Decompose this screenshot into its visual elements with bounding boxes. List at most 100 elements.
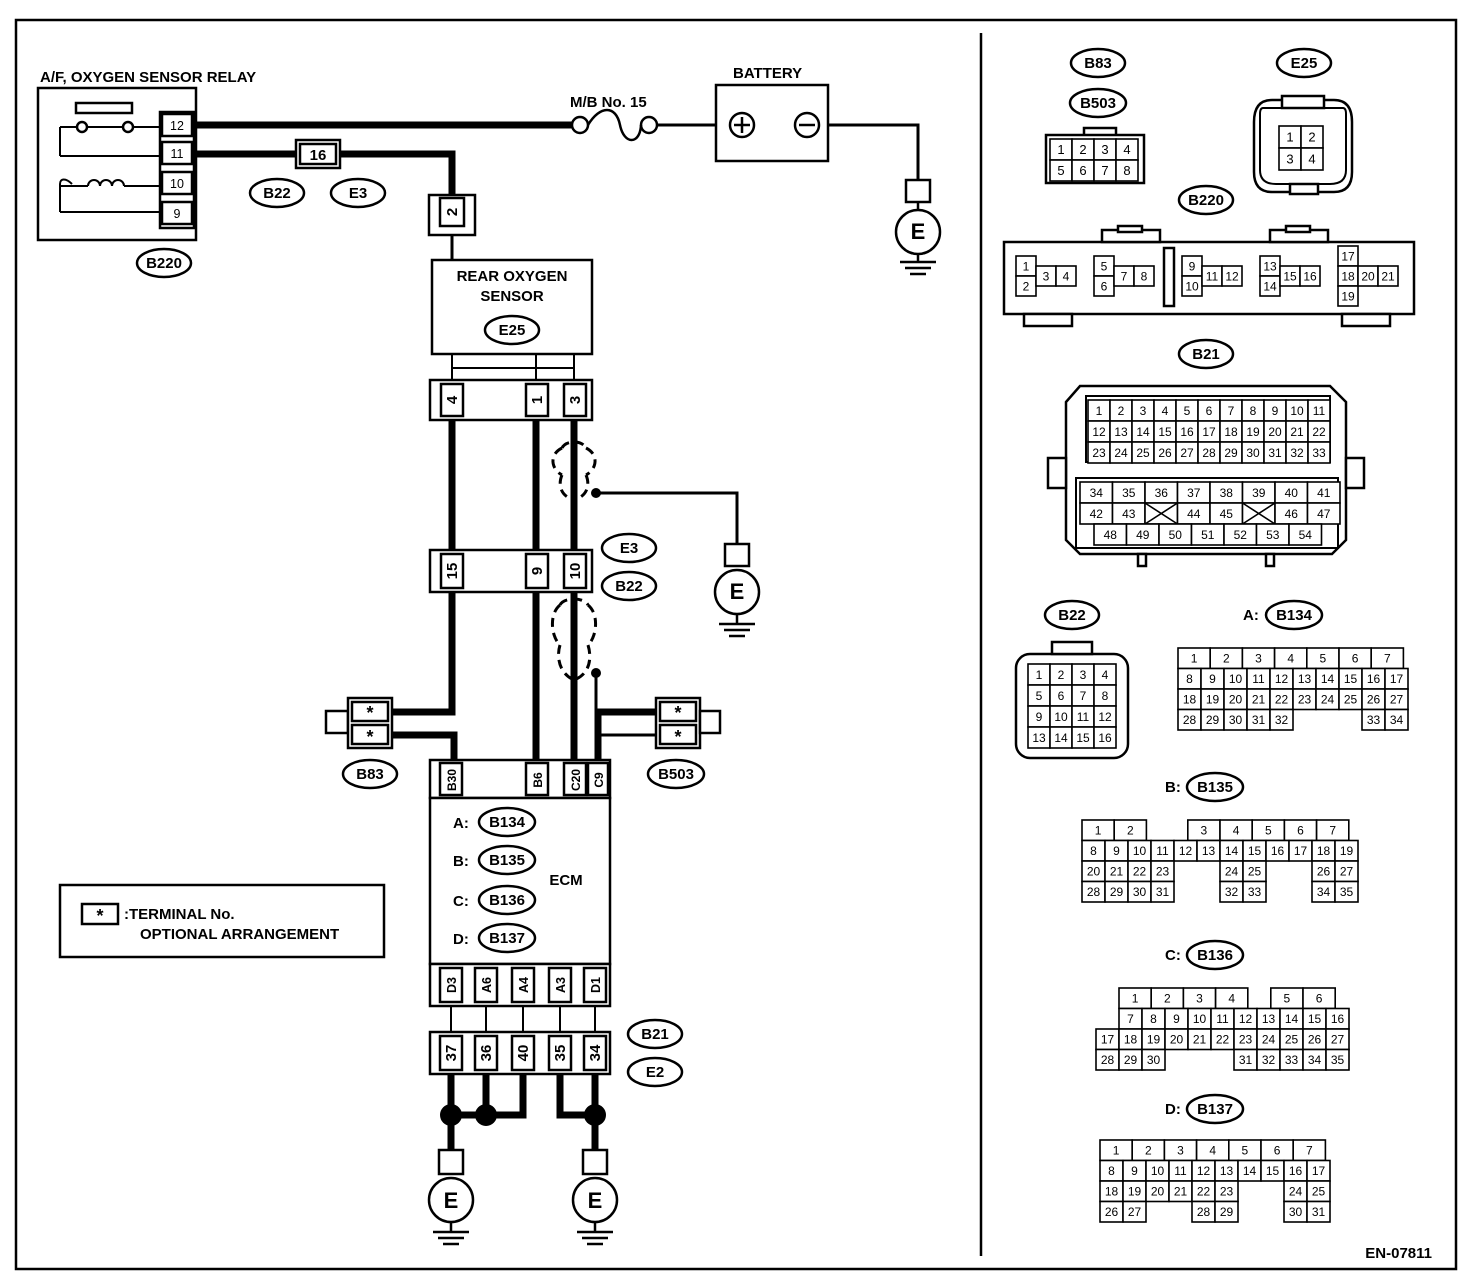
pin-number: 1	[1095, 824, 1102, 838]
pin-number: 18	[1224, 425, 1238, 439]
svg-text:C20: C20	[569, 769, 583, 791]
pin-number: 48	[1104, 528, 1118, 542]
pin-number: 38	[1220, 486, 1234, 500]
svg-text:D3: D3	[445, 977, 459, 993]
connector-b83-optional: * *	[324, 696, 394, 750]
relay-pin	[160, 112, 194, 138]
pin-number: 19	[1341, 289, 1355, 303]
svg-text:E25: E25	[499, 322, 526, 339]
pin-number: 23	[1220, 1185, 1234, 1199]
connector-e25-harness: 4 1 3	[428, 378, 594, 422]
pin-number: 20	[1361, 269, 1375, 283]
svg-text:A3: A3	[554, 977, 568, 993]
pin-number: 5	[1036, 689, 1043, 703]
connector-b21-e2: 37 36 40 35 34	[428, 1030, 612, 1076]
pin-number: 30	[1229, 713, 1243, 727]
pin-number: 24	[1262, 1033, 1276, 1047]
svg-text:B83: B83	[356, 766, 384, 783]
pin-number: 21	[1193, 1033, 1207, 1047]
pin-number: 4	[1228, 992, 1235, 1006]
diagram-frame	[14, 18, 1458, 1271]
pin-number: 28	[1087, 885, 1101, 899]
svg-text:1: 1	[529, 396, 546, 404]
relay-pin-11: 11	[171, 147, 184, 161]
pin-number: 21	[1174, 1185, 1188, 1199]
pin-number: 29	[1110, 885, 1124, 899]
pin-number: 25	[1344, 693, 1358, 707]
rear-oxygen-sensor: REAR OXYGEN SENSOR E25	[430, 258, 594, 356]
svg-text:16: 16	[310, 147, 327, 164]
pin-number: 46	[1285, 507, 1299, 521]
code-b220-face: B220	[1177, 184, 1235, 216]
pin-number: 2	[1308, 130, 1315, 145]
svg-text:*: *	[674, 727, 681, 747]
pin-cell	[1306, 502, 1341, 525]
pin-cell	[1214, 1200, 1239, 1223]
pin-number: 11	[1313, 404, 1326, 418]
pin-number: 10	[1133, 844, 1147, 858]
pin-number: 42	[1090, 507, 1104, 521]
pin-number: 10	[1193, 1012, 1207, 1026]
svg-text:B135: B135	[489, 852, 525, 869]
svg-text:E3: E3	[349, 185, 367, 202]
pin-number: 14	[1321, 672, 1335, 686]
pin-number: 31	[1239, 1053, 1253, 1067]
pin-cell	[1115, 159, 1139, 182]
pin-number: 4	[1123, 142, 1130, 157]
ground-shield-upper: E	[713, 542, 761, 638]
svg-text:B22: B22	[263, 185, 291, 202]
pin-number: 32	[1225, 885, 1239, 899]
pin-number: 32	[1290, 446, 1304, 460]
svg-text::TERMINAL No.: :TERMINAL No.	[124, 906, 235, 923]
pin-number: 4	[1287, 652, 1294, 666]
pin-number: 4	[1162, 404, 1169, 418]
code-b83-face: B83	[1069, 47, 1127, 79]
pin-number: 15	[1344, 672, 1358, 686]
relay-pin-9: 9	[174, 207, 181, 221]
pin-number: 3	[1196, 992, 1203, 1006]
pin-number: 9	[1189, 259, 1196, 273]
svg-text:B:: B:	[453, 853, 469, 870]
pin-number: 9	[1272, 404, 1279, 418]
svg-text:15: 15	[444, 563, 461, 580]
figure-code: EN-07811	[1365, 1245, 1432, 1262]
pin-number: 43	[1122, 507, 1136, 521]
pin-number: 16	[1331, 1012, 1345, 1026]
pin-number: 12	[1275, 672, 1289, 686]
code-b135-face: B: B135	[1165, 771, 1245, 803]
pin-number: 11	[1156, 844, 1169, 858]
pin-number: 29	[1124, 1053, 1138, 1067]
code-b134-face: A: B134	[1243, 599, 1324, 631]
pin-number: 2	[1118, 404, 1125, 418]
pin-number: 20	[1268, 425, 1282, 439]
pin-number: 27	[1331, 1033, 1345, 1047]
code-e25-face: E25	[1275, 47, 1333, 79]
svg-text:B21: B21	[641, 1026, 669, 1043]
pin-number: 16	[1303, 269, 1317, 283]
svg-text:E25: E25	[1291, 55, 1318, 72]
pin-number: 11	[1077, 710, 1090, 724]
pin-number: 17	[1341, 249, 1355, 263]
code-b21-left: B21	[626, 1018, 684, 1050]
pin-number: 13	[1220, 1164, 1234, 1178]
pin-number: 14	[1243, 1164, 1257, 1178]
pin-number: 10	[1151, 1164, 1165, 1178]
pin-number: 12	[1225, 269, 1239, 283]
pin-number: 5	[1057, 163, 1064, 178]
pin-number: 28	[1202, 446, 1216, 460]
pin-number: 11	[1206, 269, 1219, 283]
svg-text:B136: B136	[1197, 947, 1233, 964]
code-b503-face: B503	[1068, 87, 1128, 119]
pin-number: 8	[1150, 1012, 1157, 1026]
svg-text:B220: B220	[1188, 192, 1224, 209]
pin-cell	[1055, 265, 1077, 287]
pin-number: 22	[1312, 425, 1326, 439]
pin-number: 22	[1275, 693, 1289, 707]
svg-text:B135: B135	[1197, 779, 1233, 796]
pin-number: 14	[1136, 425, 1150, 439]
pin-number: 17	[1390, 672, 1404, 686]
pin-number: 2	[1023, 279, 1030, 293]
pin-number: 25	[1136, 446, 1150, 460]
